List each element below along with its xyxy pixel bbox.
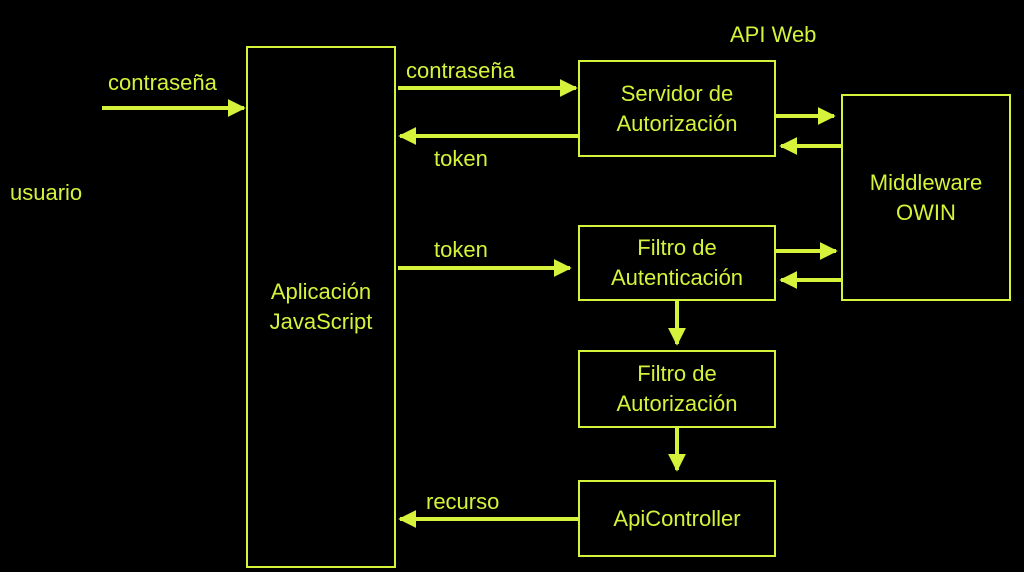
authentication-filter-box: Filtro de Autenticación [578,225,776,301]
password-forward-label: contraseña [406,58,515,83]
token-send-label: token [434,237,488,262]
password-input-label: contraseña [108,70,217,95]
owin-middleware-line1: Middleware [869,169,983,195]
authentication-filter-line1: Filtro de [637,235,717,260]
api-web-label: API Web [730,22,817,47]
javascript-app-box: Aplicación JavaScript [246,46,396,568]
authorization-server-line2: Autorización [616,110,738,136]
javascript-app-line1: Aplicación [270,279,372,304]
api-controller-box: ApiController [578,480,776,557]
authorization-filter-line2: Autorización [616,391,738,416]
api-controller-line1: ApiController [613,505,741,531]
authentication-filter-line2: Autenticación [610,265,744,290]
token-return-label: token [434,146,488,171]
authorization-server-line1: Servidor de [620,80,734,106]
resource-label: recurso [426,489,500,514]
owin-middleware-line2: OWIN [896,199,956,225]
authorization-filter-box: Filtro de Autorización [578,350,776,428]
owin-middleware-box: Middleware OWIN [841,94,1011,301]
authorization-server-box: Servidor de Autorización [578,60,776,157]
javascript-app-line2: JavaScript [269,309,373,334]
authorization-filter-line1: Filtro de [637,361,717,386]
user-label: usuario [10,180,83,205]
